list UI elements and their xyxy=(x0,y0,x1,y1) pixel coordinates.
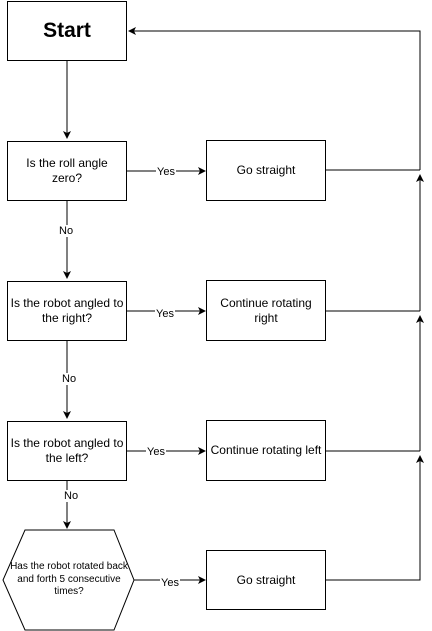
label-q3-yes: Yes xyxy=(146,446,166,458)
edge-return-to-start xyxy=(128,27,421,170)
start-node: Start xyxy=(7,1,127,61)
label-q2-yes: Yes xyxy=(155,308,175,320)
question-rotated-five-times: Has the robot rotated back and forth 5 c… xyxy=(10,561,128,598)
question-roll-zero: Is the roll angle zero? xyxy=(7,141,127,201)
label-q1-yes: Yes xyxy=(156,166,176,178)
label-q3-no: No xyxy=(63,490,80,502)
question-angled-right: Is the robot angled to the right? xyxy=(7,281,127,341)
label-q1-no: No xyxy=(58,225,75,237)
label-q4-yes: Yes xyxy=(160,577,180,589)
action-go-straight-1: Go straight xyxy=(206,140,326,201)
q4-hexagon xyxy=(2,529,135,631)
edge-a4-to-return xyxy=(326,455,424,581)
label-q2-no: No xyxy=(61,373,78,385)
action-rotate-left: Continue rotating left xyxy=(206,420,326,481)
action-rotate-right: Continue rotating right xyxy=(206,280,326,341)
action-go-straight-2: Go straight xyxy=(206,550,326,610)
question-angled-left: Is the robot angled to the left? xyxy=(7,421,127,481)
